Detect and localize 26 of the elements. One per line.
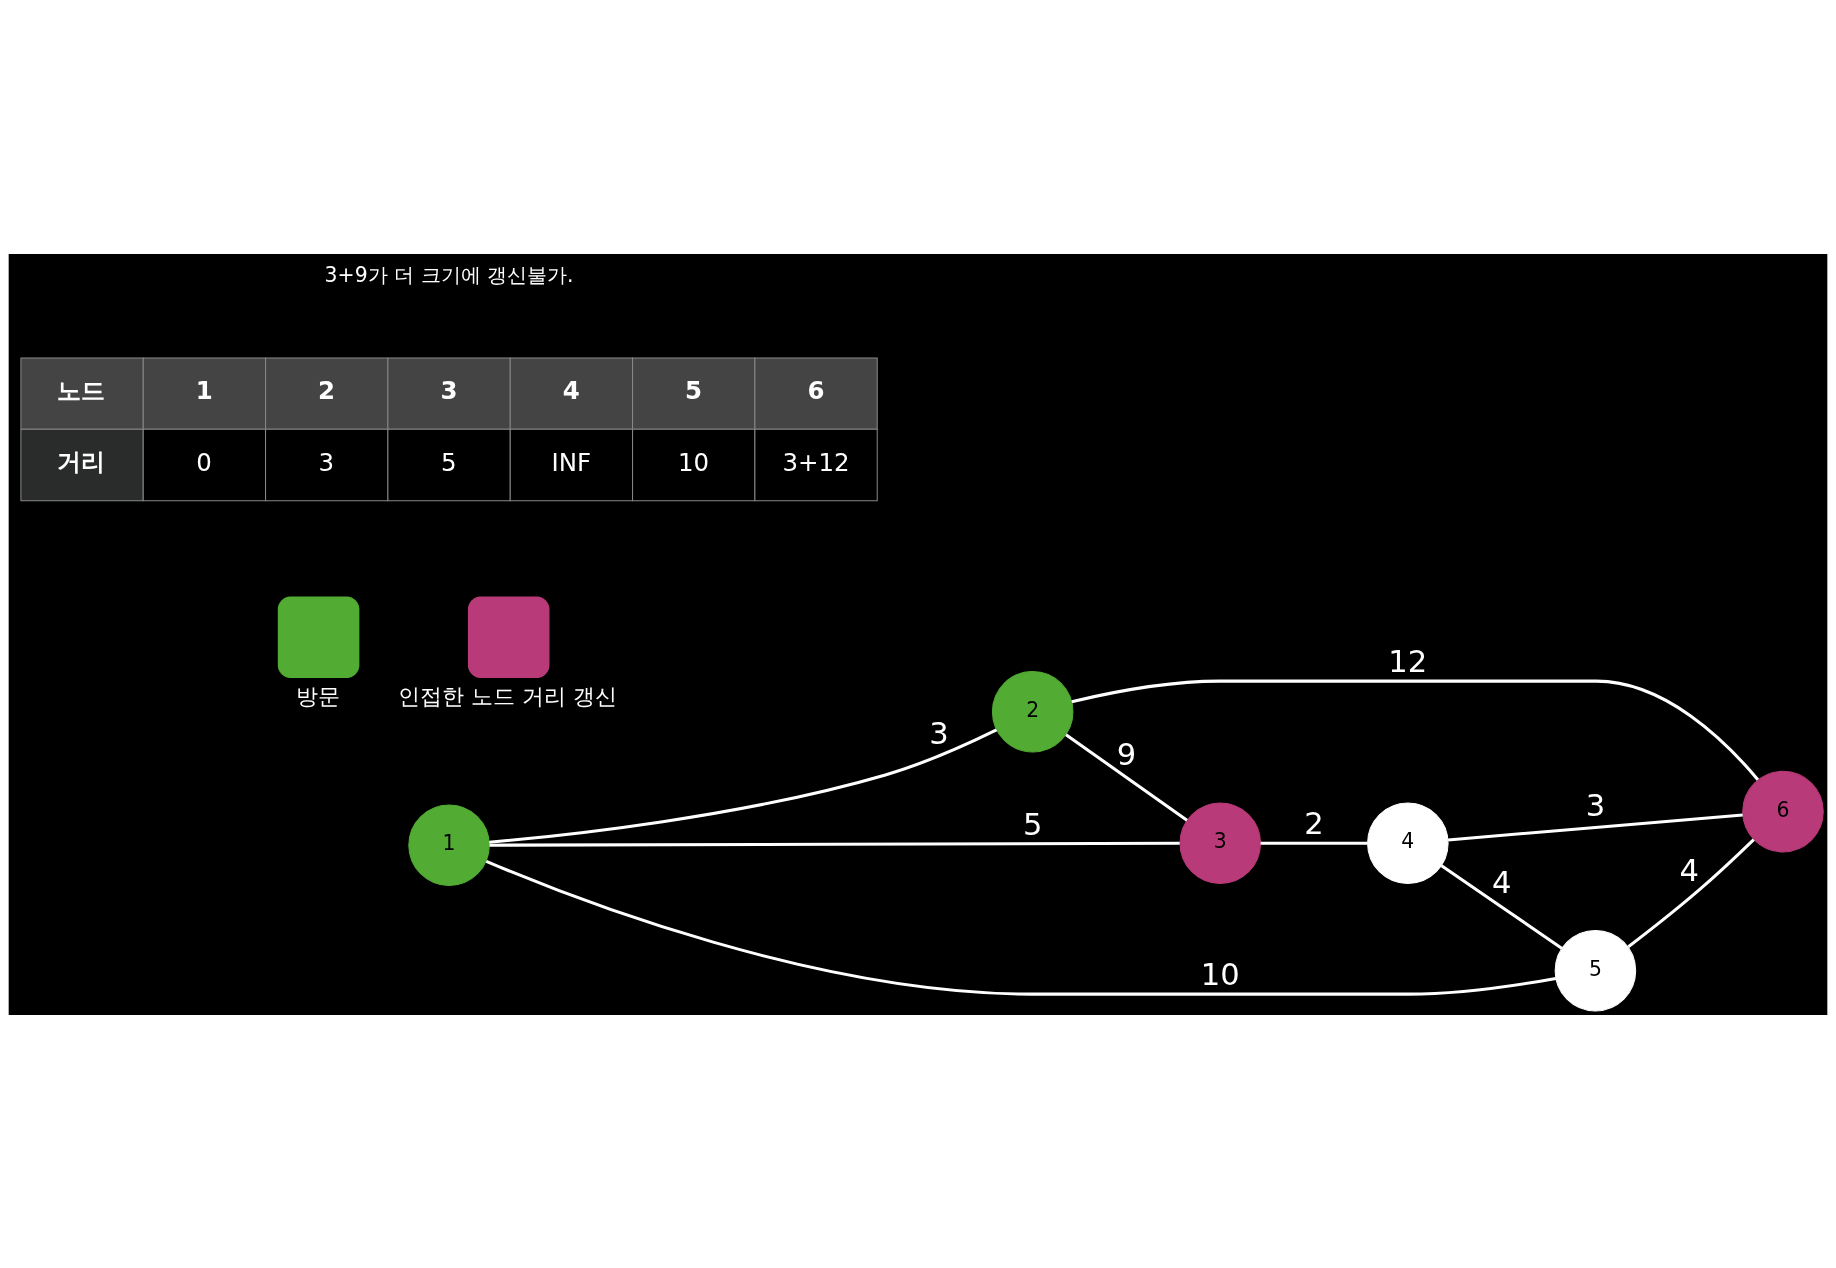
label: 3 xyxy=(318,447,335,477)
edge-label: 4 xyxy=(1491,864,1512,900)
label: 4 xyxy=(562,375,580,405)
label: 10 xyxy=(677,447,710,477)
legend-label: 인접한 노드 거리 갱신 xyxy=(398,682,618,709)
label: 노드 xyxy=(57,375,106,405)
edge-label: 10 xyxy=(1200,956,1240,992)
label: 5 xyxy=(440,447,457,477)
label: INF xyxy=(551,447,592,477)
label: 6 xyxy=(807,375,825,405)
edge-label: 5 xyxy=(1022,806,1043,842)
edge-label: 4 xyxy=(1679,852,1699,888)
label: 거리 xyxy=(57,446,106,476)
edge-label: 3 xyxy=(1585,787,1606,823)
edge-label: 9 xyxy=(1116,736,1137,772)
edge-label: 2 xyxy=(1304,805,1324,841)
legend-label: 방문 xyxy=(296,682,341,709)
label: 5 xyxy=(685,375,703,405)
edge-label: 3 xyxy=(929,715,949,751)
label: 1 xyxy=(195,375,213,405)
label: 3+9가 더 크기에 갱신불가. xyxy=(324,262,574,287)
label: 2 xyxy=(318,375,336,405)
edge-label: 12 xyxy=(1388,643,1428,679)
label: 3+12 xyxy=(782,447,850,477)
label: 3 xyxy=(440,375,458,405)
label: 0 xyxy=(196,447,212,477)
